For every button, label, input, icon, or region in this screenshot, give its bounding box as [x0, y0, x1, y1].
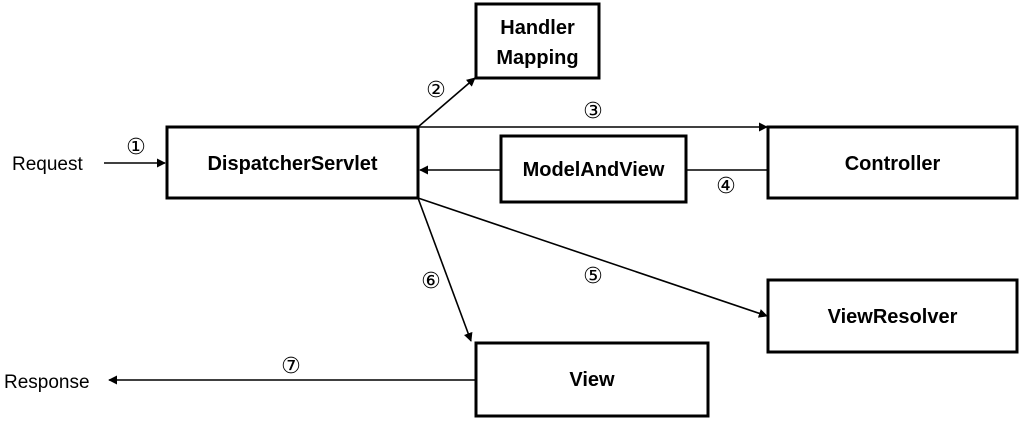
model-and-view-label: ModelAndView: [523, 159, 665, 181]
step-2-label: ②: [426, 77, 446, 102]
view-node: View: [474, 341, 710, 418]
view-label: View: [569, 369, 615, 391]
handler-mapping-label-line2: Mapping: [496, 47, 578, 69]
request-label: Request: [12, 154, 83, 175]
dispatcher-servlet-node: DispatcherServlet: [165, 125, 420, 200]
response-label: Response: [4, 372, 90, 393]
step-5-label: ⑤: [583, 263, 603, 288]
step-1-label: ①: [126, 134, 146, 159]
step-7-label: ⑦: [281, 353, 301, 378]
handler-mapping-arrow: [417, 77, 476, 128]
step-3-label: ③: [583, 98, 603, 123]
model-and-view-node: ModelAndView: [499, 134, 688, 204]
controller-label: Controller: [845, 153, 941, 175]
view-resolver-node: ViewResolver: [766, 278, 1019, 354]
dispatcher-servlet-label: DispatcherServlet: [207, 153, 377, 175]
view-arrow: [417, 197, 473, 342]
step-6-label: ⑥: [421, 268, 441, 293]
handler-mapping-label-line1: Handler: [500, 17, 575, 39]
step-4-label: ④: [716, 173, 736, 198]
view-resolver-label: ViewResolver: [828, 306, 958, 328]
handler-mapping-node: Handler Mapping: [474, 2, 601, 80]
controller-node: Controller: [766, 125, 1019, 200]
view-resolver-arrow: [417, 197, 768, 318]
